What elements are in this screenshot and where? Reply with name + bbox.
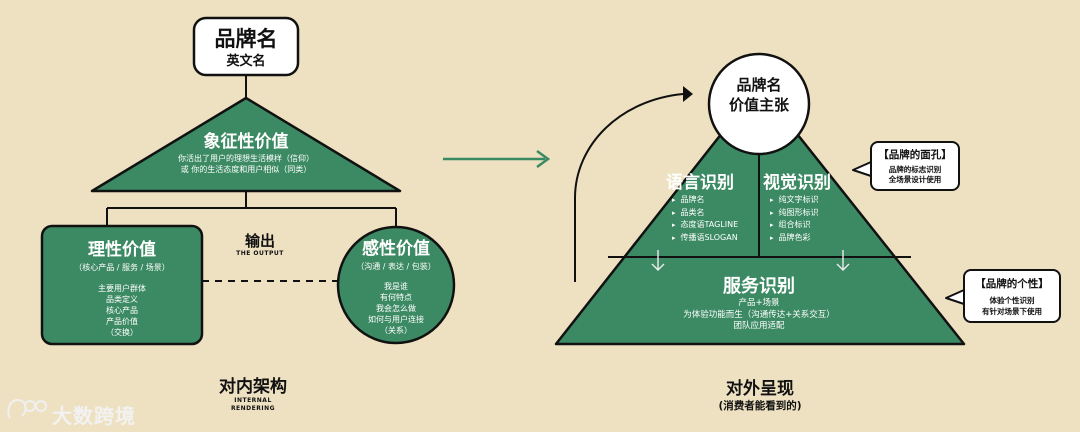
language-item: 品类名 <box>672 207 762 220</box>
service-desc-line: 团队应用适配 <box>733 321 785 331</box>
watermark-logo-icon <box>7 398 47 419</box>
service-desc-line: 为体验功能而生（沟通传达+关系交互） <box>683 309 835 320</box>
brand-personality-line: 体验个性识别 <box>989 296 1035 305</box>
language-item: 传播语SLOGAN <box>672 232 762 245</box>
visual-item: 纯图形标识 <box>770 207 860 220</box>
emotional-item: （关系） <box>380 326 412 335</box>
service-desc-line: 产品+场景 <box>738 298 780 308</box>
brand-personality-text: 【品牌的个性】 体验个性识别 有针对场景下使用 <box>964 276 1060 317</box>
brand-personality-line: 有针对场景下使用 <box>982 307 1042 316</box>
visual-item: 组合标识 <box>770 219 860 232</box>
brand-face-text: 【品牌的面孔】 品牌的标志识别 全场景设计使用 <box>871 147 959 185</box>
emotional-item: 如何与用户连接 <box>368 315 424 324</box>
emotional-item: 我是谁 <box>384 282 408 291</box>
symbolic-value-title: 象征性价值 <box>203 132 289 152</box>
service-identity-desc: 产品+场景 为体验功能而生（沟通传达+关系交互） 团队应用适配 <box>619 298 899 333</box>
rational-item: 产品价值 <box>106 317 138 326</box>
emotional-value-circle <box>336 225 456 345</box>
watermark-text: 大数跨境 <box>52 404 136 428</box>
internal-subtitle-1: INTERNAL <box>234 397 272 404</box>
brand-personality-heading: 【品牌的个性】 <box>975 278 1049 290</box>
visual-item: 品牌色彩 <box>770 232 860 245</box>
value-proposition-line-1: 品牌名 <box>736 76 782 94</box>
value-proposition-line-2: 价值主张 <box>728 96 789 114</box>
rational-item: 主要用户群体 <box>98 284 146 293</box>
internal-subtitle-2: RENDERING <box>230 405 276 412</box>
brand-face-line: 品牌的标志识别 <box>888 165 942 174</box>
visual-item: 纯文字标识 <box>770 194 860 207</box>
visual-identity-list: 纯文字标识 纯图形标识 组合标识 品牌色彩 <box>770 194 860 244</box>
symbolic-value-desc-1: 你活出了用户的理想生活模样（信仰） <box>178 154 314 163</box>
rational-item: 品类定义 <box>106 295 138 304</box>
emotional-item: 有何特点 <box>380 293 412 302</box>
emotional-value-title: 感性价值 <box>362 239 430 259</box>
internal-architecture-title: 对内架构 <box>219 377 287 397</box>
down-arrow-icon <box>651 250 850 271</box>
language-identity-title: 语言识别 <box>666 173 734 193</box>
value-proposition-text: 品牌名 价值主张 <box>709 75 809 115</box>
language-item: 品牌名 <box>672 194 762 207</box>
rational-item: （交换） <box>106 328 138 337</box>
symbolic-value-desc-2: 或 你的生活态度和用户相似（同类） <box>180 165 312 174</box>
external-presentation-title: 对外呈现 <box>726 379 794 399</box>
brand-face-heading: 【品牌的面孔】 <box>878 149 952 161</box>
rational-value-subtitle: （核心产品 / 服务 / 场景） <box>74 263 170 272</box>
rational-value-box <box>40 224 204 346</box>
language-identity-list: 品牌名 品类名 态度语TAGLINE 传播语SLOGAN <box>672 194 762 244</box>
emotional-value-subtitle: （沟通 / 表达 / 包装） <box>356 262 436 271</box>
emotional-item: 我会怎么做 <box>376 304 416 313</box>
service-identity-title: 服务识别 <box>723 276 795 297</box>
rational-value-title: 理性价值 <box>88 240 156 260</box>
visual-identity-title: 视觉识别 <box>763 173 831 193</box>
external-presentation-subtitle: (消费者能看到的) <box>718 400 802 412</box>
brand-face-line: 全场景设计使用 <box>888 175 942 184</box>
value-proposition-circle <box>707 52 811 156</box>
emotional-value-content: 感性价值 （沟通 / 表达 / 包装） 我是谁 有何特点 我会怎么做 如何与用户… <box>338 234 454 336</box>
output-title: 输出 <box>244 232 275 250</box>
rational-item: 核心产品 <box>106 306 138 315</box>
rational-value-content: 理性价值 （核心产品 / 服务 / 场景） 主要用户群体 品类定义 核心产品 产… <box>42 235 202 338</box>
language-item: 态度语TAGLINE <box>672 219 762 232</box>
output-subtitle: THE OUTPUT <box>236 250 284 257</box>
brand-name-title: 品牌名 <box>214 27 278 51</box>
brand-english-subtitle: 英文名 <box>226 54 266 69</box>
